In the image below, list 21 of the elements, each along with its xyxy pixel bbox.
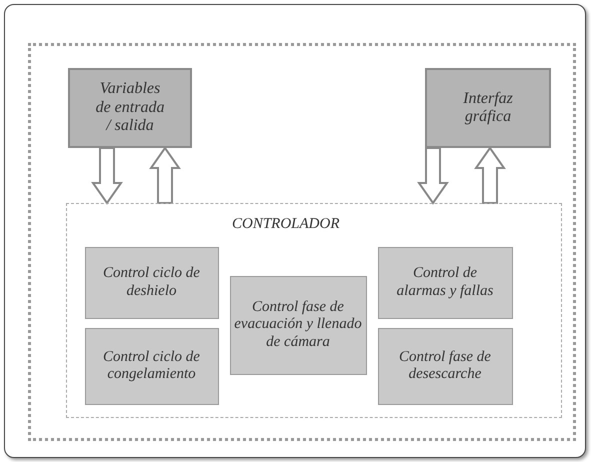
node-text: Control fase de evacuación y llenado de cámara [234, 299, 362, 351]
node-text: Control ciclo de congelamiento [102, 348, 201, 384]
frame-title: CONTROLADOR [232, 216, 340, 234]
process-box [84, 328, 218, 404]
process-box [84, 246, 218, 318]
process-box [378, 328, 512, 404]
node-text: Control fase de desescarche [398, 348, 492, 384]
block-arrow [474, 146, 506, 204]
shaded-box [425, 68, 551, 148]
block-arrow [417, 147, 449, 205]
node-text: Variables de entrada / salida [94, 80, 166, 136]
node-text: Interfaz gráfica [462, 90, 514, 126]
dotted-frame [28, 43, 576, 441]
dashed-frame [66, 203, 562, 418]
process-box [378, 246, 512, 318]
block-arrow [149, 146, 181, 204]
shaded-box [68, 68, 192, 148]
node-text: Control de alarmas y fallas [396, 265, 494, 300]
process-box [230, 276, 366, 374]
node-text: Control ciclo de deshielo [102, 265, 201, 300]
block-arrow [91, 147, 123, 205]
